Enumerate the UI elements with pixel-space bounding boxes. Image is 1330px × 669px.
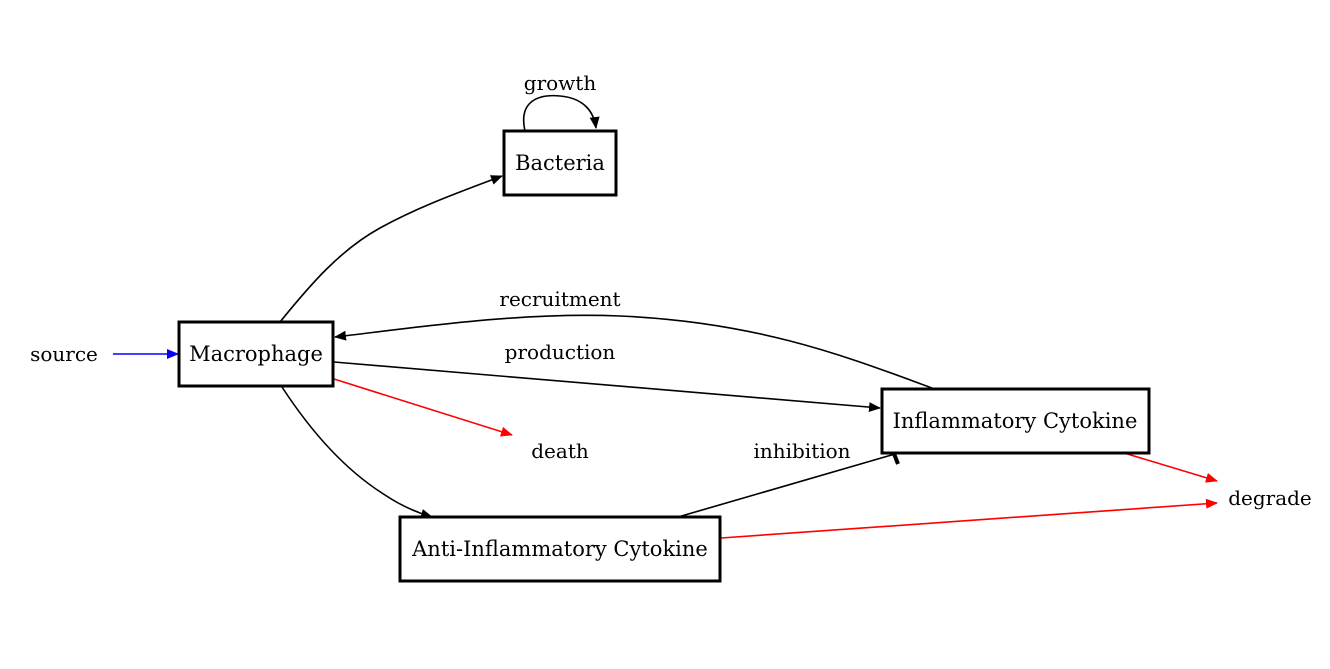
node-macrophage-label: Macrophage	[189, 342, 323, 366]
edge-label-growth: growth	[524, 71, 597, 95]
edge-macrophage-bacteria	[279, 175, 503, 323]
edge-anti-degrade	[720, 498, 1218, 539]
node-inflammatory-cytokine-label: Inflammatory Cytokine	[893, 409, 1138, 433]
node-bacteria-label: Bacteria	[515, 151, 605, 175]
node-anti-inflammatory-cytokine: Anti-Inflammatory Cytokine	[398, 515, 722, 583]
edge-production	[333, 361, 881, 413]
node-inflammatory-cytokine: Inflammatory Cytokine	[880, 387, 1151, 455]
edge-inhibition	[677, 453, 896, 518]
terminal-death: death	[531, 439, 589, 463]
edge-label-inhibition: inhibition	[753, 439, 850, 463]
node-bacteria: Bacteria	[502, 129, 618, 197]
edge-recruitment	[334, 314, 933, 389]
terminal-degrade: degrade	[1228, 486, 1312, 510]
node-macrophage: Macrophage	[177, 320, 335, 388]
edge-macrophage-anti	[281, 386, 433, 519]
edge-growth	[522, 94, 600, 132]
node-anti-inflammatory-cytokine-label: Anti-Inflammatory Cytokine	[411, 537, 708, 561]
edge-inflammatory-degrade	[1123, 452, 1218, 483]
edge-label-production: production	[505, 340, 616, 364]
edge-label-recruitment: recruitment	[499, 287, 620, 311]
terminal-source: source	[30, 342, 98, 366]
edge-macrophage-death	[333, 378, 513, 437]
